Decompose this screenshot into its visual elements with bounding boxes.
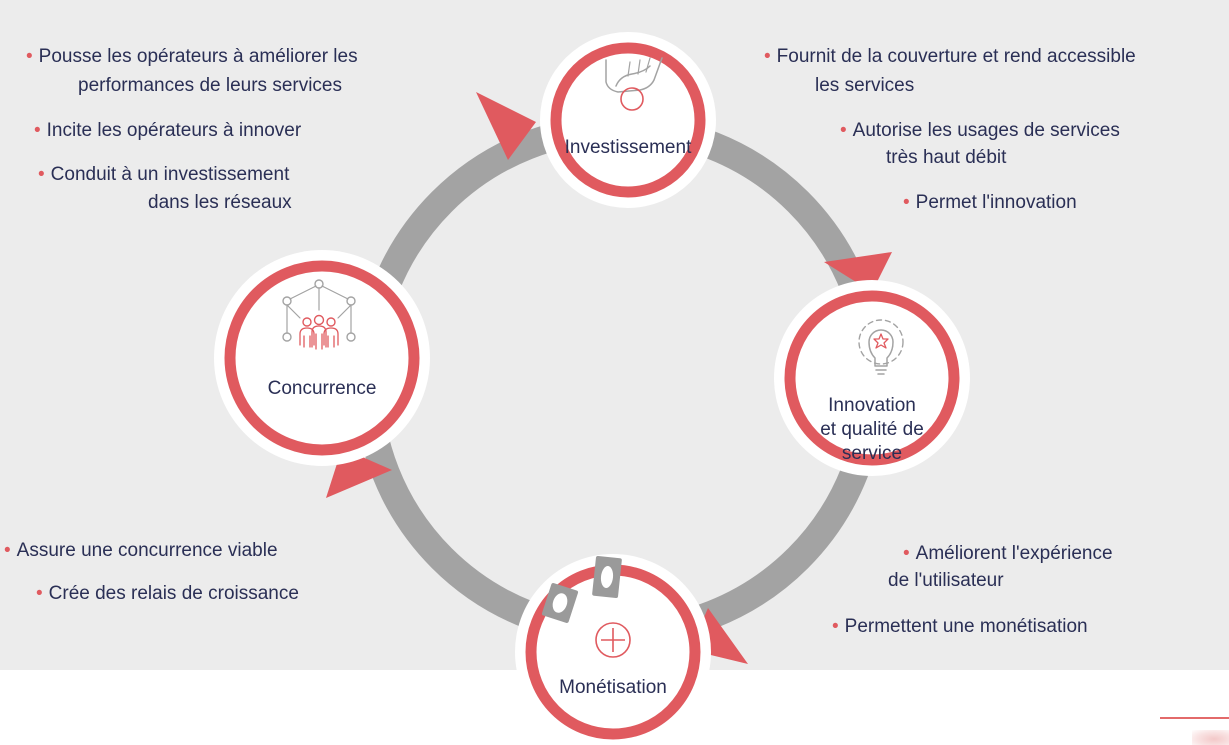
annotation-text-continued: performances de leurs services [78, 75, 342, 96]
bullet-icon: • [36, 583, 43, 604]
corner-decoration [1192, 730, 1229, 745]
annotation-item: •Améliorent l'expérience [903, 541, 1113, 566]
bullet-icon: • [764, 46, 771, 67]
annotation-text-continued: les services [815, 75, 915, 96]
node-investissement [540, 32, 716, 208]
bullet-icon: • [26, 46, 33, 67]
annotation-item: •Fournit de la couverture et rend access… [764, 44, 1136, 69]
annotation-item: •Permettent une monétisation [832, 614, 1088, 639]
node-label-concurrence: Concurrence [267, 378, 377, 399]
bullet-icon: • [903, 543, 910, 564]
bullet-icon: • [4, 540, 11, 561]
lightbulb-star-icon [858, 319, 904, 375]
annotation-text: Assure une concurrence viable [16, 540, 278, 561]
annotation-text: Incite les opérateurs à innover [46, 120, 302, 141]
annotation-text: Permet l'innovation [915, 192, 1077, 213]
bullet-icon: • [903, 192, 910, 213]
annotation-text: Améliorent l'expérience [915, 543, 1113, 564]
annotation-item: •Incite les opérateurs à innover [34, 118, 301, 143]
node-label-innovation-line: Innovation [828, 395, 916, 416]
bullet-icon: • [34, 120, 41, 141]
node-label-investissement: Investissement [564, 137, 692, 158]
node-label-innovation: Innovation et qualité de service [812, 394, 932, 466]
annotation-text-continued: de l'utilisateur [888, 570, 1004, 591]
annotation-text-continued: très haut débit [886, 147, 1007, 168]
hand-coin-icon [605, 57, 663, 111]
arrow-to-investissement [476, 92, 536, 160]
annotation-item: •Permet l'innovation [903, 190, 1077, 215]
annotation-item: •Conduit à un investissement [38, 162, 289, 187]
bullet-icon: • [832, 616, 839, 637]
annotation-text: Autorise les usages de services [852, 120, 1120, 141]
bullet-icon: • [38, 164, 45, 185]
annotation-item: •Autorise les usages de services [840, 118, 1120, 143]
annotation-text-continued: dans les réseaux [148, 192, 292, 213]
node-concurrence [214, 250, 430, 466]
annotation-text: Conduit à un investissement [50, 164, 290, 185]
annotation-item: •Pousse les opérateurs à améliorer les [26, 44, 358, 69]
node-innovation [774, 280, 970, 476]
coins-plus-icon [541, 555, 631, 658]
annotation-text: Permettent une monétisation [844, 616, 1088, 637]
annotation-text: Fournit de la couverture et rend accessi… [776, 46, 1136, 67]
node-label-innovation-line: service [841, 443, 903, 464]
node-monetisation [515, 554, 711, 745]
network-people-icon [282, 279, 356, 350]
node-label-monetisation: Monétisation [559, 677, 667, 698]
annotation-text: Crée des relais de croissance [48, 583, 299, 604]
annotation-item: •Assure une concurrence viable [4, 538, 278, 563]
annotation-text: Pousse les opérateurs à améliorer les [38, 46, 358, 67]
node-label-innovation-line: et qualité de [820, 419, 924, 440]
corner-accent-line [1160, 717, 1229, 719]
bullet-icon: • [840, 120, 847, 141]
annotation-item: •Crée des relais de croissance [36, 581, 299, 606]
